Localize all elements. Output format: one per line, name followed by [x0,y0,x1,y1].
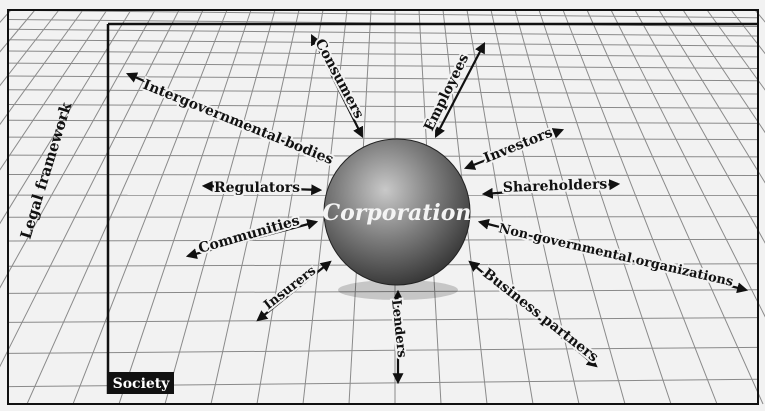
grid-line-vertical [0,9,84,126]
insurers-arrow [256,260,332,322]
business-partners-label: Business partners [480,266,602,366]
grid-line-vertical [586,9,764,405]
investors-arrow [463,128,565,170]
grid-line-vertical [26,9,204,405]
corporation-sphere [323,138,471,286]
ngos-arrow [477,218,749,294]
grid-line-vertical [658,9,765,184]
grid-line-vertical [610,9,765,318]
employees-arrow [434,42,486,138]
society-label: Society [113,376,171,392]
insurers-label: Insurers [261,263,319,313]
grid-line-vertical [466,9,534,405]
grid-line-horizontal [7,39,759,47]
grid-line-vertical [72,9,228,405]
grid-line-vertical [754,9,765,23]
grid-line-vertical [538,9,672,405]
lenders-label: Lenders [388,299,409,359]
grid-line-horizontal [7,103,759,109]
grid-line-horizontal [7,136,759,141]
grid-line-horizontal [7,62,759,69]
grid-line-vertical [634,9,765,244]
grid-line-vertical [562,9,718,405]
grid-line-vertical [0,9,12,23]
corporation-label: Corporation [323,200,472,226]
society-badge [108,372,174,394]
outer-frame [7,9,759,405]
regulators-arrow [201,180,323,196]
regulators-label: Regulators [214,180,300,196]
grid-line-vertical [0,9,156,289]
communities-arrow [185,218,319,260]
shareholders-label: Shareholders [503,176,608,196]
shareholders-arrow [481,179,621,199]
grid-line-vertical [0,9,108,171]
grid-line-horizontal [7,317,759,323]
stakeholder-arrows [125,34,749,385]
consumers-arrow [311,34,363,138]
ngos-label: Non-governmental organizations [497,221,734,290]
grid-line-vertical [682,9,765,134]
grid-line-horizontal [7,119,759,124]
grid-line-horizontal [7,346,759,354]
grid-line-vertical [164,9,276,405]
intergovernmental-arrow [125,72,329,162]
grid-line-vertical [210,9,300,405]
grid-line-vertical [256,9,324,405]
grid-line-horizontal [7,50,759,58]
grid-line-vertical [706,9,765,91]
grid-line-horizontal [7,89,759,95]
grid-line-vertical [0,9,132,225]
grid-line-vertical [118,9,252,405]
business-partners-arrow [468,260,598,368]
grid-line-vertical [514,9,626,405]
consumers-label: Consumers [311,36,366,121]
sphere-shadow [338,280,458,300]
grid-line-horizontal [7,28,759,37]
grid-line-horizontal [7,9,759,19]
